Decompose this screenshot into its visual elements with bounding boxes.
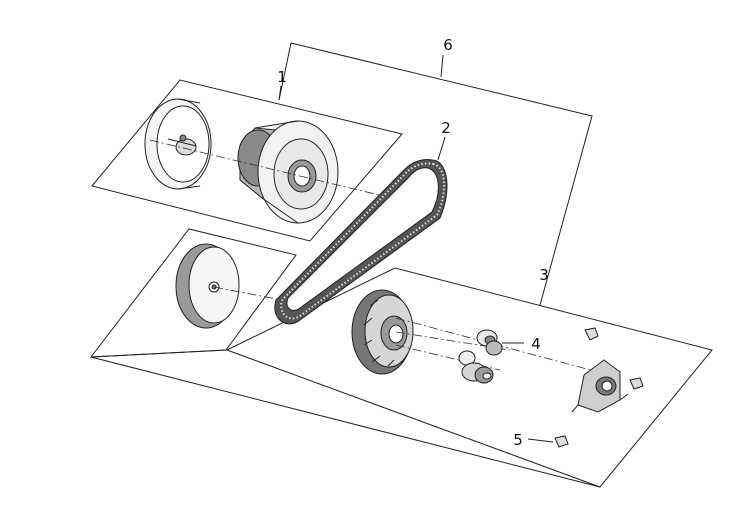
axis-clutch [149,139,426,207]
leader-2 [437,136,446,161]
group-outline-clutch [91,79,403,242]
callout-2: 2 [441,119,451,137]
leader-1 [278,85,282,101]
callout-3: 3 [539,266,549,284]
callout-1: 1 [277,68,287,86]
group-outline-variator [225,267,713,488]
group-outline-variator-back [90,349,228,358]
clutch-bell [144,98,212,190]
clutch-assembly [237,120,339,224]
fixed-drive-face [175,243,240,329]
leader-5 [527,438,554,443]
roller-weights [458,329,503,384]
slider-pieces [554,327,644,448]
variator-body [351,289,414,375]
axis-variator-2 [395,331,511,351]
axis-drive-face [213,286,283,301]
drive-belt [274,159,448,325]
callout-5: 5 [513,431,523,449]
ramp-plate [571,359,629,413]
callout-4: 4 [531,335,541,353]
group-outline-variator-left [90,356,601,488]
axis-variator-3 [395,344,501,371]
leader-6 [440,54,444,78]
assembly-bracket [278,42,593,306]
callout-6: 6 [443,36,453,54]
